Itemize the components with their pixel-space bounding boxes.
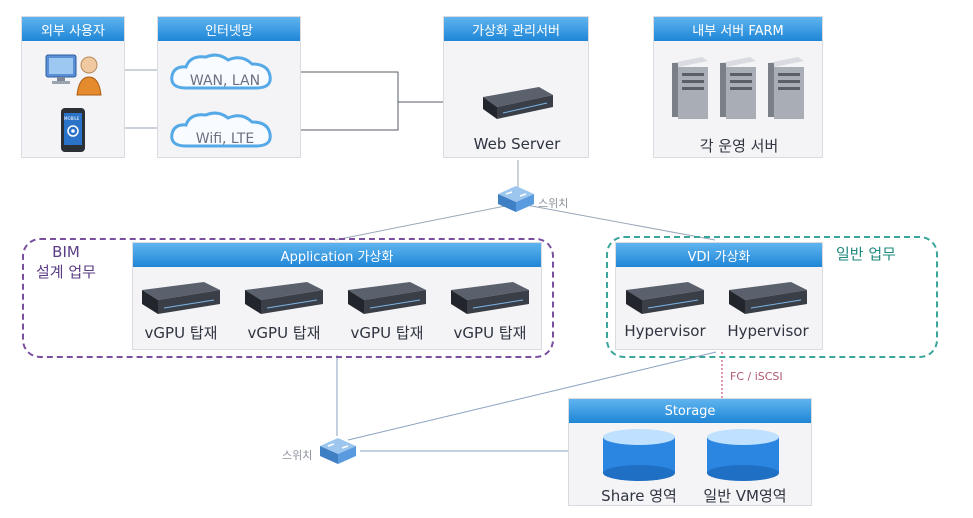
web-server-label: Web Server: [473, 135, 561, 153]
server-label: vGPU 탑재: [144, 324, 218, 342]
storage-panel: Storage Share 영역 일반 VM영역: [568, 398, 812, 506]
internal-farm-panel: 내부 서버 FARM 각 운영 서버: [653, 16, 823, 158]
server-rack-icon: [451, 282, 529, 314]
wan-cloud-label: WAN, LAN: [189, 73, 261, 89]
internet-header: 인터넷망: [158, 17, 300, 41]
general-group-border: [606, 236, 938, 358]
mobile-phone-icon: [61, 108, 85, 152]
storage-header: Storage: [569, 399, 811, 423]
bim-group-label: BIM 설계 업무: [36, 242, 96, 282]
server-label: Hypervisor: [624, 322, 706, 340]
server-label: vGPU 탑재: [247, 324, 321, 342]
wifi-cloud-label: Wifi, LTE: [195, 131, 255, 147]
server-label: Hypervisor: [727, 322, 809, 340]
server-rack-icon: [245, 282, 323, 314]
mgmt-server-header: 가상화 관리서버: [444, 17, 588, 41]
general-group-label: 일반 업무: [836, 245, 896, 263]
share-area-label: Share 영역: [601, 487, 677, 505]
external-users-panel: 외부 사용자 MOBILE: [21, 16, 125, 158]
internal-farm-header: 내부 서버 FARM: [654, 17, 822, 41]
share-disk-icon: [603, 429, 675, 481]
fc-label: FC / iSCSI: [730, 370, 783, 383]
vdi-virt-header: VDI 가상화: [616, 243, 822, 267]
desktop-user-icon: [45, 54, 102, 96]
bim-group-border: [22, 238, 554, 358]
server-rack-icon: [729, 282, 807, 314]
app-virt-header: Application 가상화: [133, 243, 541, 267]
server-label: vGPU 탑재: [453, 324, 527, 342]
top-switch-label: 스위치: [538, 197, 569, 210]
bottom-switch-icon: [320, 438, 356, 464]
server-rack-icon: [626, 282, 704, 314]
server-rack-icon: [348, 282, 426, 314]
top-switch-icon: [498, 186, 534, 212]
bim-group-line2: 설계 업무: [36, 263, 96, 281]
server-label: vGPU 탑재: [350, 324, 424, 342]
phone-badge: MOBILE: [64, 116, 80, 121]
wifi-cloud-icon: [170, 111, 272, 148]
server-rack-icon: [142, 282, 220, 314]
mgmt-server-panel: 가상화 관리서버 Web Server: [443, 16, 589, 158]
vm-disk-icon: [707, 429, 779, 481]
vm-area-label: 일반 VM영역: [703, 487, 787, 505]
bim-group-line1: BIM: [52, 243, 80, 261]
server-tower-icons: [672, 57, 804, 119]
wan-cloud-icon: [170, 53, 272, 90]
farm-label: 각 운영 서버: [699, 137, 779, 155]
web-server-icon: [483, 87, 553, 119]
external-users-header: 외부 사용자: [22, 17, 124, 41]
bottom-switch-label: 스위치: [282, 449, 313, 462]
